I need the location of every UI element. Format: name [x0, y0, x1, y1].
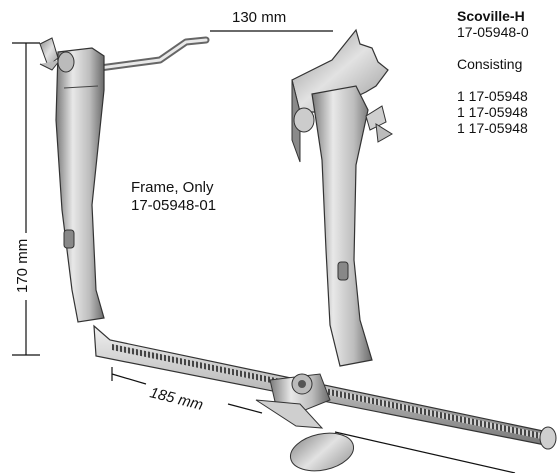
right-arm — [293, 85, 393, 367]
left-arm — [39, 37, 105, 323]
component-item: 1 17-05948 — [457, 120, 528, 136]
top-wire — [66, 36, 210, 76]
turn-key — [255, 373, 355, 472]
component-list: 1 17-05948 1 17-05948 1 17-05948 — [457, 88, 560, 136]
component-item: 1 17-05948 — [457, 104, 528, 120]
consisting-label: Consisting — [457, 56, 523, 72]
frame-label-code: 17-05948-01 — [131, 197, 217, 214]
product-info: Scoville-H 17-05948-0 Consisting 1 17-05… — [457, 8, 560, 136]
frame-label: Frame, Only 17-05948-01 — [131, 179, 216, 215]
dimension-185-marker — [111, 367, 516, 473]
dimension-170-marker — [12, 42, 40, 356]
dimension-top-label: 130 mm — [232, 9, 287, 26]
component-item: 1 17-05948 — [457, 88, 528, 104]
dimension-height-label: 170 mm — [14, 238, 31, 293]
frame-label-title: Frame, Only — [131, 179, 214, 196]
product-title: Scoville-H — [457, 8, 525, 24]
product-code: 17-05948-0 — [457, 24, 529, 40]
